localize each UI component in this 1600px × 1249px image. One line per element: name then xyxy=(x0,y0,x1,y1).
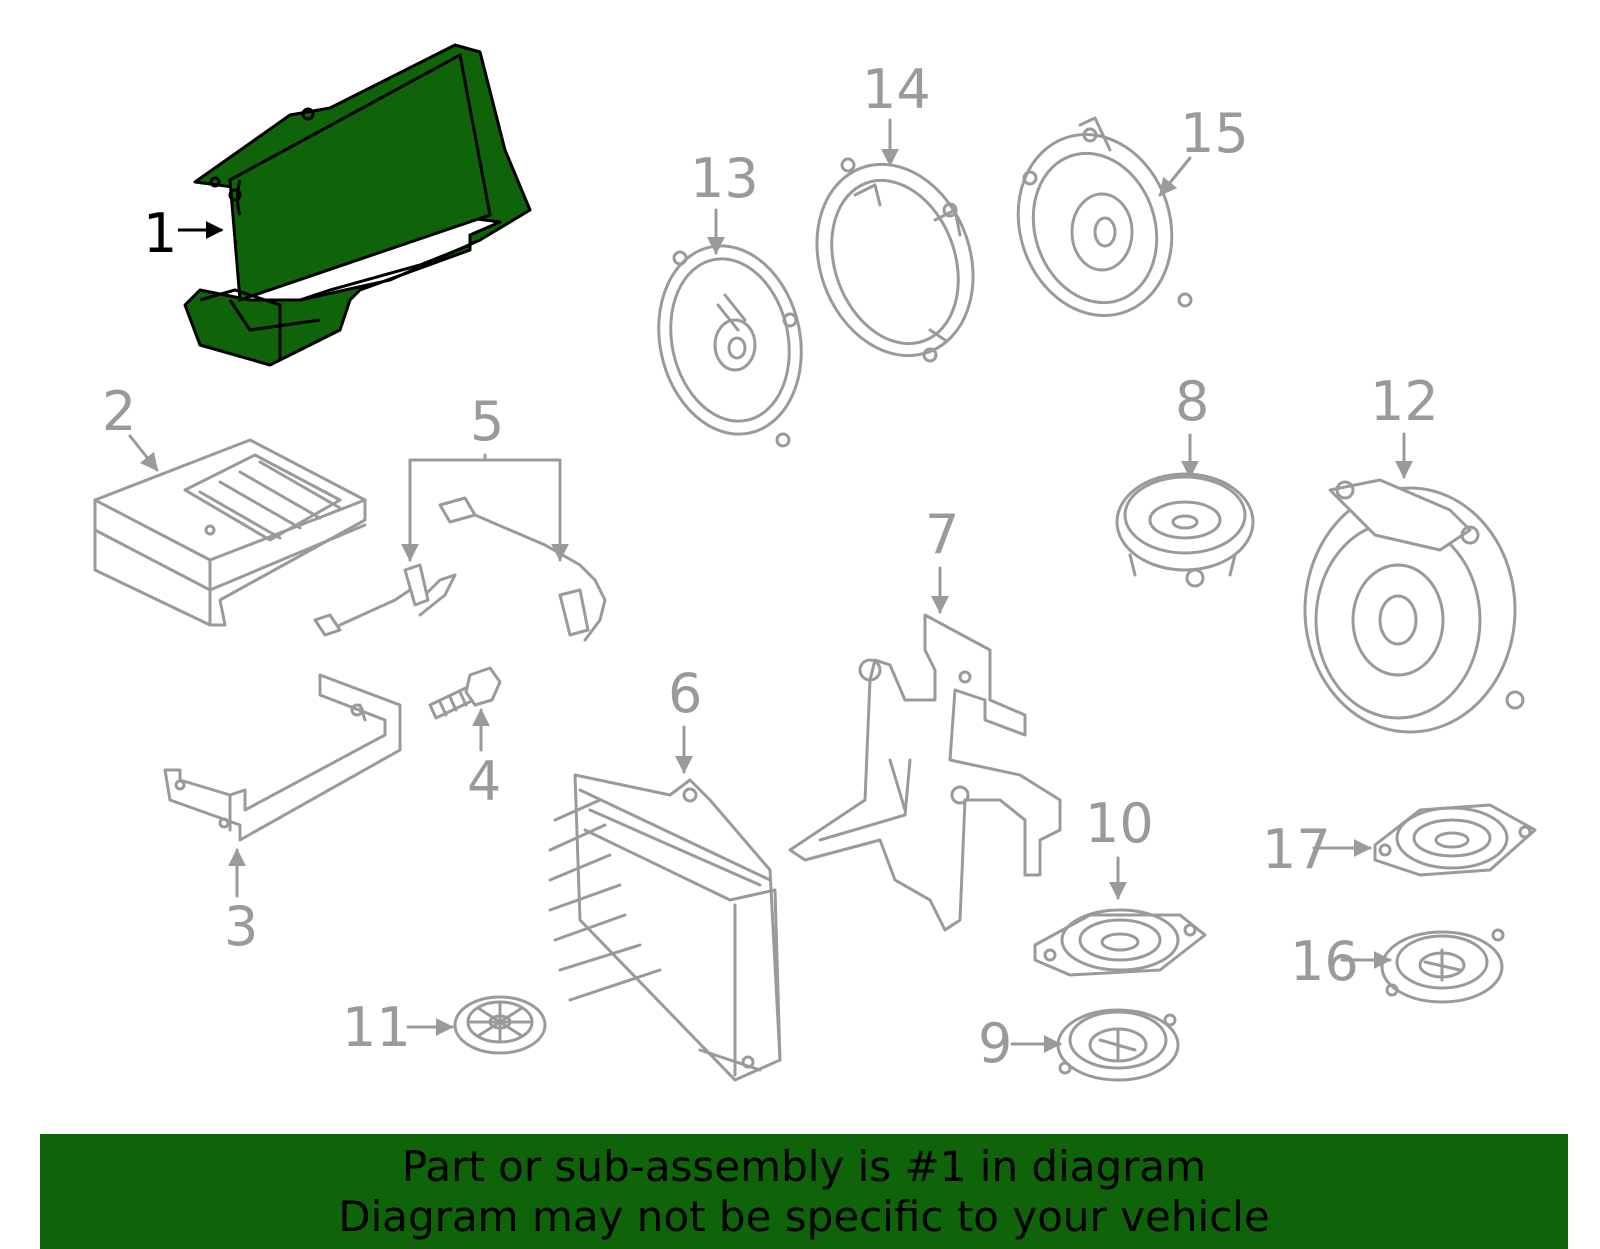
part-15-speaker[interactable] xyxy=(995,114,1195,335)
callout-6: 6 xyxy=(668,662,702,725)
banner-line-2: Diagram may not be specific to your vehi… xyxy=(338,1191,1270,1241)
part-11-speaker[interactable] xyxy=(453,995,547,1055)
part-12-speaker[interactable] xyxy=(1303,478,1525,734)
part-6-amplifier[interactable] xyxy=(548,773,782,1082)
callout-11: 11 xyxy=(342,996,411,1059)
callout-2: 2 xyxy=(102,380,136,443)
callout-5: 5 xyxy=(470,390,504,453)
part-9-speaker[interactable] xyxy=(1056,1008,1180,1082)
part-2-module[interactable] xyxy=(93,438,367,627)
part-14-adapter-ring[interactable] xyxy=(791,142,999,377)
part-4-bolt[interactable] xyxy=(428,666,502,720)
callout-1: 1 xyxy=(143,202,177,265)
callout-4: 4 xyxy=(467,750,501,813)
callout-3: 3 xyxy=(224,895,258,958)
part-10-speaker[interactable] xyxy=(1033,908,1207,977)
callout-9: 9 xyxy=(978,1012,1012,1075)
part-17-speaker[interactable] xyxy=(1373,803,1537,877)
callout-7: 7 xyxy=(925,503,959,566)
callout-10: 10 xyxy=(1085,792,1154,855)
callout-8: 8 xyxy=(1175,370,1209,433)
callout-14: 14 xyxy=(862,58,931,121)
callout-15: 15 xyxy=(1180,102,1249,165)
part-1-display-unit[interactable] xyxy=(183,43,532,367)
info-banner: Part or sub-assembly is #1 in diagram Di… xyxy=(40,1134,1568,1249)
callout-17: 17 xyxy=(1262,818,1331,881)
part-3-bracket[interactable] xyxy=(163,673,402,842)
banner-line-1: Part or sub-assembly is #1 in diagram xyxy=(401,1141,1207,1191)
callout-13: 13 xyxy=(690,147,759,210)
part-8-speaker[interactable] xyxy=(1115,472,1255,588)
leader-arrows xyxy=(128,118,1413,1053)
part-5-harness[interactable] xyxy=(313,453,607,642)
part-16-speaker[interactable] xyxy=(1380,928,1505,1004)
part-7-bracket[interactable] xyxy=(788,613,1062,932)
callout-12: 12 xyxy=(1370,370,1439,433)
callout-16: 16 xyxy=(1290,930,1359,993)
part-13-speaker[interactable] xyxy=(642,233,818,448)
